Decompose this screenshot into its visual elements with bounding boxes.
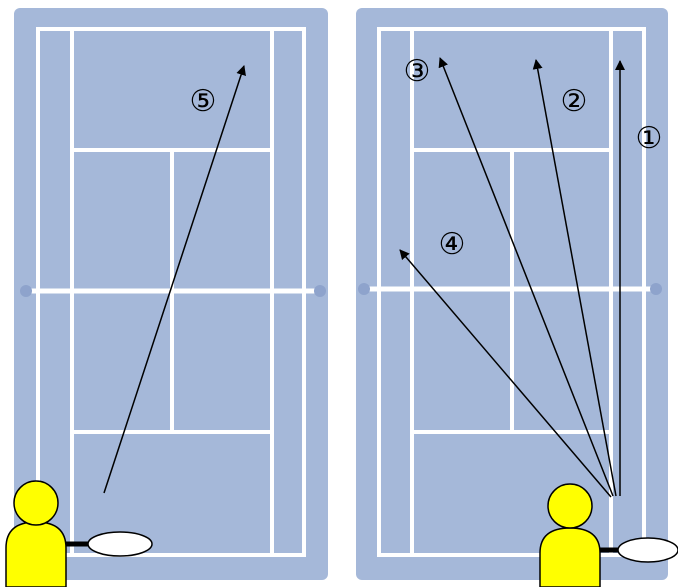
shot-label-1: ① <box>636 121 663 156</box>
player-head <box>548 484 592 528</box>
shot-label-5: ⑤ <box>190 84 217 119</box>
player-body <box>540 528 600 587</box>
net-post-left <box>20 285 32 297</box>
shot-label-3: ③ <box>404 54 431 89</box>
shot-label-4: ④ <box>439 227 466 262</box>
player-head <box>14 481 58 525</box>
left-court <box>14 8 328 580</box>
net-post-left <box>358 283 370 295</box>
racket-icon <box>88 532 152 556</box>
net-post-right <box>650 283 662 295</box>
shot-label-2: ② <box>561 84 588 119</box>
net-post-right <box>314 285 326 297</box>
right-court <box>356 8 668 580</box>
racket-icon <box>618 538 678 562</box>
player-body <box>6 522 66 587</box>
